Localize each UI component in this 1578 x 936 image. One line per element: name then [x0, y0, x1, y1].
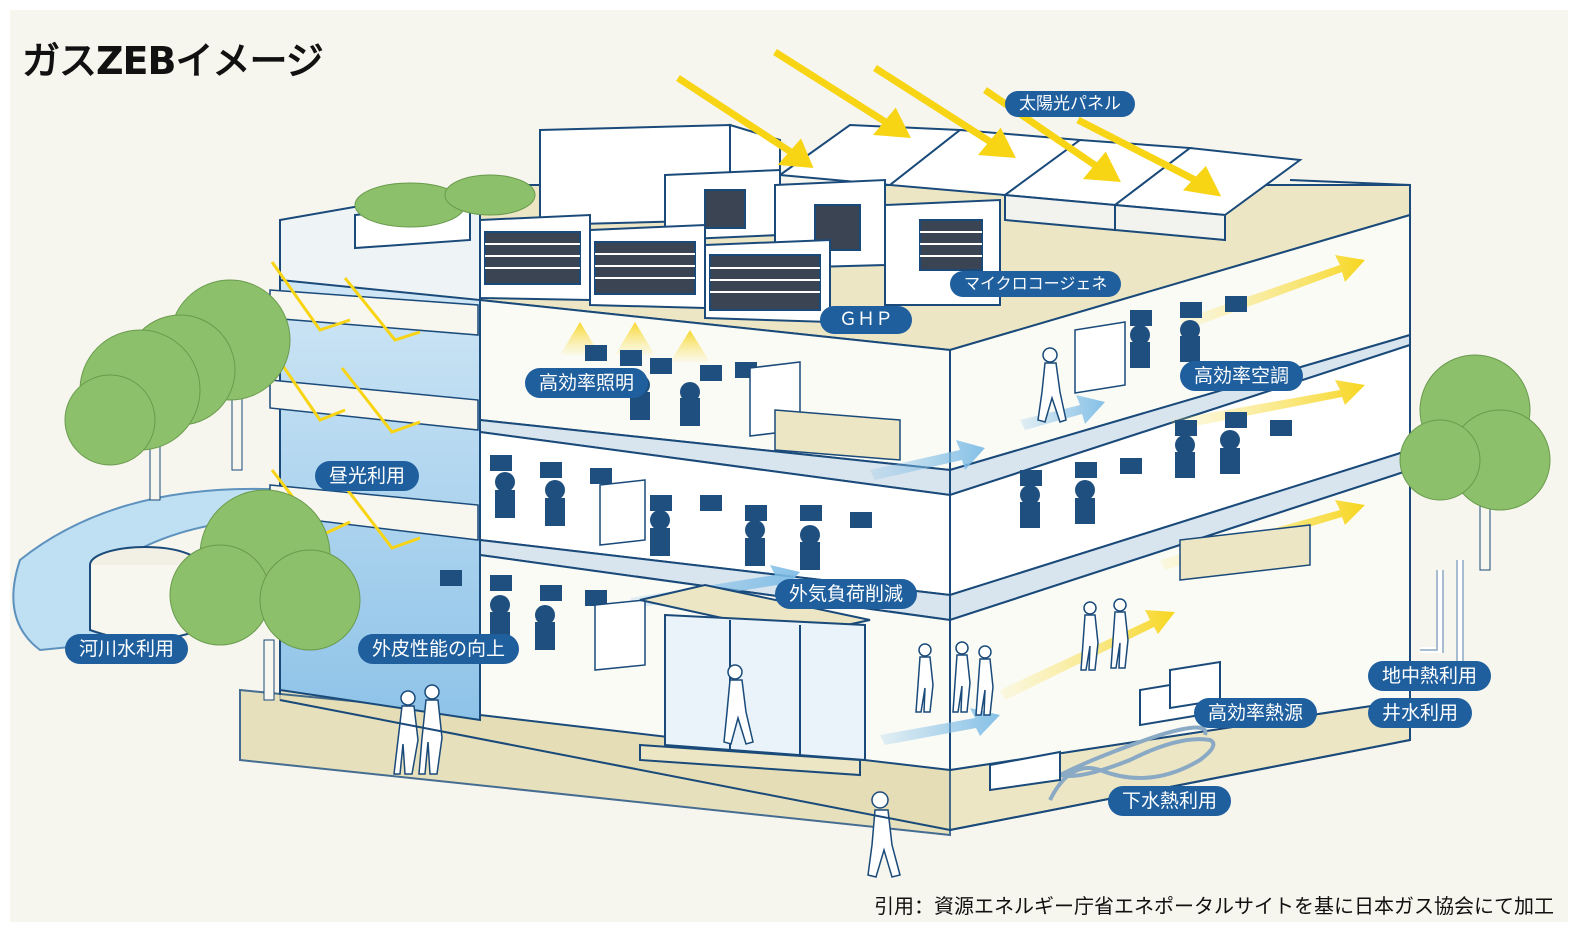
citation: 引用：資源エネルギー庁省エネポータルサイトを基に日本ガス協会にて加工 — [874, 894, 1554, 918]
label-micro-cogeneration: マイクロコージェネ — [950, 271, 1122, 297]
entrance — [639, 583, 871, 777]
tree-right — [1399, 354, 1551, 571]
label-envelope: 外皮性能の向上 — [358, 634, 520, 664]
sun-arrows — [676, 49, 1222, 197]
label-well-water: 井水利用 — [1368, 698, 1473, 728]
office-furniture — [440, 296, 1292, 650]
people — [393, 347, 1129, 878]
label-river-water: 河川水利用 — [65, 634, 189, 664]
label-daylight: 昼光利用 — [315, 461, 420, 491]
label-hvac: 高効率空調 — [1180, 361, 1304, 391]
floor2-workstations — [490, 455, 872, 570]
label-solar-panel: 太陽光パネル — [1005, 91, 1135, 117]
person-entrance — [723, 664, 754, 745]
ground-line — [279, 699, 1411, 832]
page-title: ガスZEBイメージ — [22, 39, 324, 83]
people-floor1 — [915, 598, 1129, 716]
vent-stripes — [485, 231, 982, 293]
louvers — [269, 289, 479, 541]
label-outdoor-load: 外気負荷削減 — [775, 579, 918, 609]
label-ghp: ＧＨＰ — [820, 306, 912, 334]
label-heat-source: 高効率熱源 — [1194, 698, 1318, 728]
label-sewage-heat: 下水熱利用 — [1108, 786, 1232, 816]
floor1-workstations — [440, 570, 607, 650]
rooftop-bushes — [354, 174, 536, 228]
people-outside-left — [393, 684, 443, 775]
trees — [64, 279, 1551, 701]
roof-edge — [1289, 179, 1411, 215]
tree-front — [169, 489, 361, 701]
label-lighting: 高効率照明 — [525, 368, 649, 398]
label-geothermal: 地中熱利用 — [1368, 661, 1492, 691]
floor3-right-workstations — [1130, 296, 1247, 368]
person-floor3-walking — [1037, 347, 1067, 423]
ghp-units — [479, 168, 1001, 324]
partitions — [594, 321, 1311, 671]
floor2-right-workstations — [1020, 412, 1292, 528]
person-walking-bottom — [867, 791, 901, 878]
sewage-coil — [1048, 725, 1216, 801]
tree-left-mid — [64, 329, 201, 501]
